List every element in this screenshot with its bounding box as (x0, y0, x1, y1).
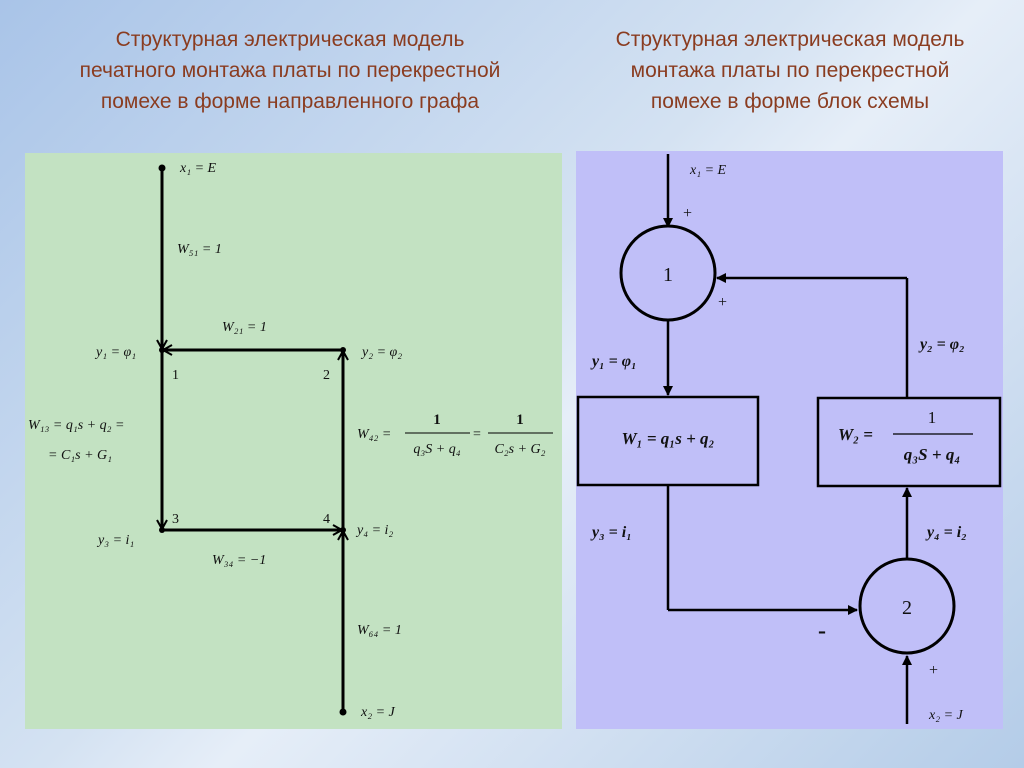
directed-graph-panel (25, 153, 562, 729)
w42-numerator-2: 1 (516, 412, 524, 428)
plus-top: + (683, 205, 692, 222)
label-x2: x₂ = J (928, 708, 964, 723)
label-w51: W₅₁ = 1 (177, 242, 222, 257)
w42-equals: = (473, 427, 481, 442)
node-x2 (339, 708, 347, 716)
title-right-line2: монтажа платы по перекрестной (630, 59, 950, 82)
block-w2-numerator: 1 (928, 408, 937, 427)
minus-sign: - (818, 618, 826, 644)
block-w2-denominator: q₃S + q₄ (904, 445, 961, 464)
block-w1-label: W₁ = q₁s + q₂ (622, 429, 715, 448)
label-y4: y₄ = i₂ (355, 523, 393, 538)
label-w34: W₃₄ = −1 (212, 553, 266, 568)
w42-denominator-1: q₃S + q₄ (413, 442, 460, 457)
label-node2: 2 (323, 368, 330, 383)
label-w13-line2: = C₁s + G₁ (48, 448, 112, 463)
label-node4: 4 (323, 512, 330, 527)
label-y3: y₃ = i₁ (96, 533, 134, 548)
label-y2: y₂ = φ₂ (360, 345, 402, 360)
title-left: Структурная электрическая модель печатно… (40, 24, 540, 117)
title-left-line1: Структурная электрическая модель (115, 28, 465, 51)
block-w2-label: W₂ = (838, 425, 873, 444)
node-y4 (340, 527, 346, 533)
node-y1 (159, 347, 165, 353)
label-y3: y₃ = i₁ (590, 524, 632, 541)
label-y1: y₁ = φ₁ (94, 345, 136, 360)
block-w1 (576, 395, 760, 487)
plus-right: + (718, 294, 727, 311)
label-y4: y₄ = i₂ (925, 524, 967, 541)
label-x2: x₂ = J (360, 705, 396, 720)
label-y2: y₂ = φ₂ (918, 336, 965, 353)
title-right-line1: Структурная электрическая модель (615, 28, 965, 51)
label-w42: W₄₂ = (357, 427, 391, 442)
title-left-line2: печатного монтажа платы по перекрестной (79, 59, 501, 82)
node-x1 (158, 164, 166, 172)
title-right: Структурная электрическая модель монтажа… (540, 24, 1024, 117)
label-y1: y₁ = φ₁ (590, 353, 637, 370)
label-w13-line1: W₁₃ = q₁s + q₂ = (28, 418, 124, 433)
label-x1: x₁ = E (179, 161, 217, 176)
block-w2 (816, 396, 1002, 488)
block-diagram: 1 + + x₁ = E y₁ = φ₁ W₁ = q₁s + q₂ y₃ = … (576, 154, 1002, 724)
w42-numerator-1: 1 (433, 412, 441, 428)
directed-graph: x₁ = E W₅₁ = 1 W₂₁ = 1 y₁ = φ₁ y₂ = φ₂ 1… (28, 161, 553, 720)
node-y3 (159, 527, 165, 533)
title-left-line3: помехе в форме направленного графа (100, 90, 480, 113)
summator-2-label: 2 (902, 597, 912, 619)
label-w21: W₂₁ = 1 (222, 320, 267, 335)
label-x1: x₁ = E (689, 163, 727, 178)
w42-denominator-2: C₂s + G₂ (494, 442, 545, 457)
summator-1-label: 1 (663, 264, 673, 286)
title-right-line3: помехе в форме блок схемы (650, 90, 930, 113)
node-y2 (340, 347, 346, 353)
plus-bottom: + (929, 662, 938, 679)
label-node1: 1 (172, 368, 179, 383)
label-w64: W₆₄ = 1 (357, 623, 402, 638)
label-node3: 3 (172, 512, 179, 527)
